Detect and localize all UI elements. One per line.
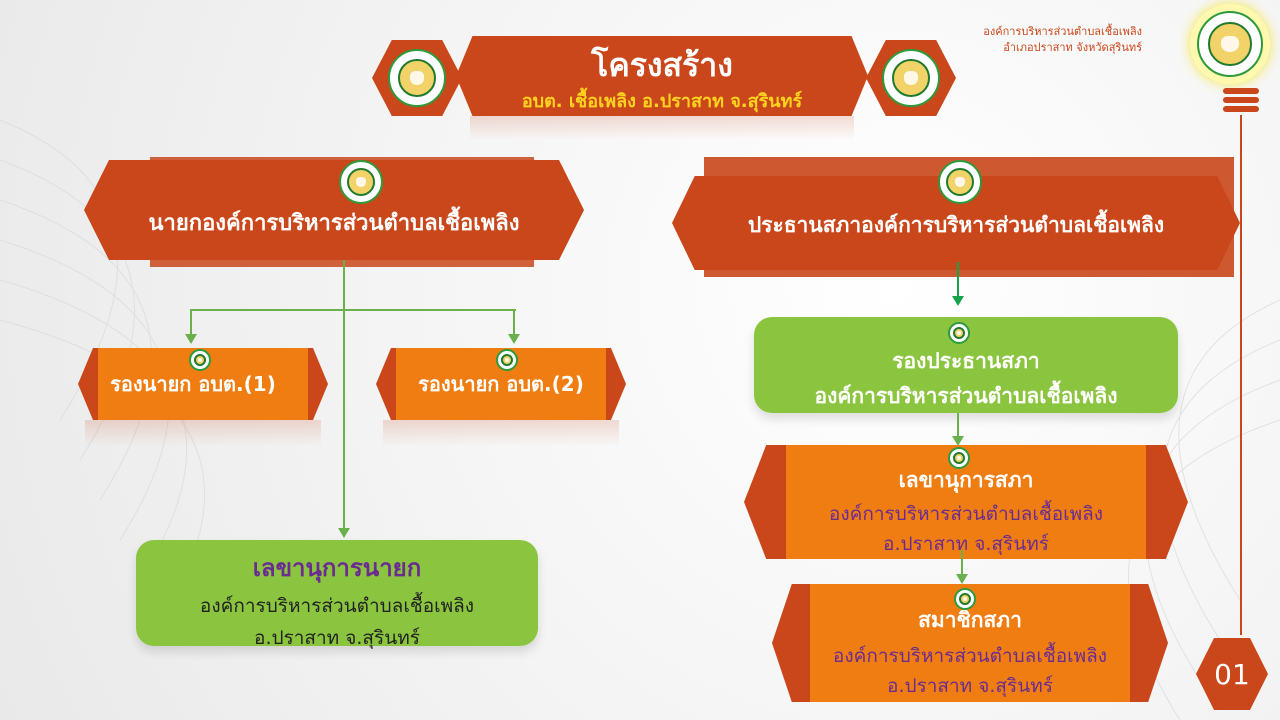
deputy2-reflection — [383, 420, 619, 446]
council-sec-down-line — [961, 550, 963, 576]
header-right-emblem-icon — [882, 49, 940, 107]
chief-secretary-org: องค์การบริหารส่วนตำบลเชื้อเพลิง — [199, 595, 475, 617]
member-arrow — [956, 574, 968, 584]
council-sec-org: องค์การบริหารส่วนตำบลเชื้อเพลิง — [828, 502, 1104, 525]
page-number-badge: 01 — [1196, 638, 1268, 710]
deputy2-label: รองนายก อบต.(2) — [418, 372, 584, 396]
secretary-arrow — [338, 528, 350, 538]
chief-secretary-title: เลขานุการนายก — [252, 554, 422, 582]
vice-arrow — [952, 296, 964, 306]
vice-chair-title: รองประธานสภา — [892, 349, 1040, 373]
member-emblem-icon — [954, 588, 976, 610]
council-sec-location: อ.ปราสาท จ.สุรินทร์ — [883, 532, 1049, 555]
header-title-box — [456, 36, 868, 116]
chair-down-line — [957, 262, 959, 298]
header-reflection — [470, 116, 854, 140]
right-rule — [1240, 115, 1242, 635]
member-title: สมาชิกสภา — [918, 607, 1022, 632]
vice-chair-emblem-icon — [948, 322, 970, 344]
member-location: อ.ปราสาท จ.สุรินทร์ — [887, 674, 1053, 697]
deputy2-emblem-icon — [496, 349, 518, 371]
header-left-emblem-icon — [388, 49, 446, 107]
deputy-horizontal-line — [190, 309, 516, 311]
council-sec-box: เลขานุการสภา องค์การบริหารส่วนตำบลเชื้อเ… — [786, 445, 1146, 559]
deputy2-arrow — [508, 334, 520, 344]
org-name-line1: องค์การบริหารส่วนตำบลเชื้อเพลิง — [983, 25, 1142, 38]
deputy1-drop-line — [190, 309, 192, 337]
deputy1-arrow — [185, 334, 197, 344]
page-subtitle: อบต. เชื้อเพลิง อ.ปราสาท จ.สุรินทร์ — [521, 91, 803, 112]
vice-down-line — [957, 413, 959, 439]
chief-emblem-icon — [339, 160, 383, 204]
main-emblem-icon — [1190, 4, 1270, 84]
chair-emblem-icon — [938, 160, 982, 204]
chief-box: นายกองค์การบริหารส่วนตำบลเชื้อเพลิง — [84, 160, 584, 260]
member-org: องค์การบริหารส่วนตำบลเชื้อเพลิง — [832, 644, 1108, 667]
page-number: 01 — [1214, 657, 1250, 691]
deputy1-reflection — [85, 420, 321, 446]
chief-label: นายกองค์การบริหารส่วนตำบลเชื้อเพลิง — [148, 210, 520, 236]
chief-vertical-line — [343, 260, 345, 530]
page-title: โครงสร้าง — [591, 46, 733, 84]
deputy1-emblem-icon — [189, 349, 211, 371]
council-sec-title: เลขานุการสภา — [898, 467, 1034, 492]
menu-icon[interactable] — [1223, 88, 1259, 116]
council-sec-arrow — [952, 436, 964, 446]
org-name-line2: อำเภอปราสาท จังหวัดสุรินทร์ — [1003, 41, 1142, 54]
council-sec-emblem-icon — [948, 447, 970, 469]
deputy1-label: รองนายก อบต.(1) — [110, 372, 276, 396]
chief-secretary-box: เลขานุการนายก องค์การบริหารส่วนตำบลเชื้อ… — [136, 540, 538, 649]
chair-label: ประธานสภาองค์การบริหารส่วนตำบลเชื้อเพลิง — [747, 212, 1165, 237]
chief-secretary-location: อ.ปราสาท จ.สุรินทร์ — [254, 627, 420, 649]
deputy2-drop-line — [513, 309, 515, 337]
vice-chair-org: องค์การบริหารส่วนตำบลเชื้อเพลิง — [814, 384, 1118, 408]
